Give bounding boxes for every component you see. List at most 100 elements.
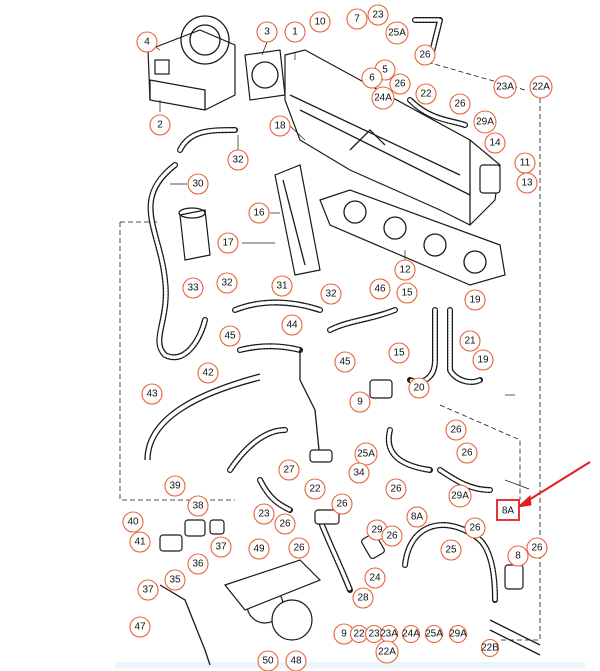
- callout-label: 26: [386, 531, 398, 542]
- callout-label: 26: [450, 425, 462, 436]
- callout-26: 26: [414, 44, 436, 66]
- callout-circle: [473, 110, 497, 134]
- callout-8: 8: [507, 545, 529, 567]
- callout-label: 1: [292, 27, 298, 38]
- callout-circle: [278, 459, 300, 481]
- callout-7: 7: [346, 8, 368, 30]
- intake-manifold: [284, 49, 501, 226]
- callout-label: 22: [309, 484, 321, 495]
- callout-circle: [484, 132, 506, 154]
- callout-circle: [284, 21, 306, 43]
- callout-29a: 29A: [448, 484, 472, 508]
- callout-36: 36: [187, 553, 209, 575]
- callout-label: 24A: [402, 629, 420, 640]
- callout-circle: [187, 553, 209, 575]
- callout-label: 22A: [378, 647, 396, 658]
- callout-32: 32: [320, 283, 342, 305]
- callout-circle: [346, 8, 368, 30]
- callout-label: 27: [283, 465, 295, 476]
- callout-25a: 25A: [424, 624, 443, 644]
- callout-label: 29A: [451, 491, 469, 502]
- callout-circle: [187, 495, 209, 517]
- callout-circle: [137, 579, 159, 601]
- gasket: [244, 49, 286, 101]
- callout-circle: [304, 478, 326, 500]
- callout-label: 29A: [449, 629, 467, 640]
- callout-25a: 25A: [385, 21, 409, 45]
- callout-label: 46: [374, 284, 386, 295]
- callout-circle: [394, 259, 416, 281]
- callout-label: 47: [134, 622, 146, 633]
- callout-circle: [182, 277, 204, 299]
- callout-label: 35: [169, 575, 181, 586]
- callout-26: 26: [449, 93, 471, 115]
- callout-23: 23: [253, 503, 275, 525]
- callout-label: 45: [224, 331, 236, 342]
- callout-23a: 23A: [493, 75, 517, 99]
- callout-circle: [149, 114, 171, 136]
- callout-21: 21: [459, 330, 481, 352]
- callout-circle: [440, 539, 462, 561]
- callout-27: 27: [278, 459, 300, 481]
- callout-label: 31: [276, 281, 288, 292]
- callout-37: 37: [137, 579, 159, 601]
- callout-circle: [464, 517, 486, 539]
- callout-circle: [415, 83, 437, 105]
- callout-label: 8: [515, 551, 521, 562]
- callout-circle: [406, 506, 428, 528]
- callout-28: 28: [352, 587, 374, 609]
- callout-circle: [331, 493, 353, 515]
- callout-label: 13: [521, 178, 533, 189]
- callout-label: 32: [221, 278, 233, 289]
- callout-1: 1: [284, 21, 306, 43]
- callout-circle: [354, 442, 378, 466]
- callout-circle: [414, 44, 436, 66]
- callout-circle: [364, 567, 386, 589]
- callout-circle: [216, 272, 238, 294]
- callout-label: 23: [372, 10, 384, 21]
- callout-circle: [448, 624, 468, 644]
- callout-label: 29: [371, 525, 383, 536]
- callout-circle: [285, 650, 307, 671]
- callout-label: 26: [469, 523, 481, 534]
- callout-37: 37: [210, 536, 232, 558]
- callout-circle: [352, 587, 374, 609]
- callout-10: 10: [309, 11, 331, 33]
- callout-18: 18: [269, 115, 291, 137]
- callout-30: 30: [187, 173, 209, 195]
- callout-label: 18: [274, 121, 286, 132]
- callout-6: 6: [361, 67, 383, 89]
- callout-3: 3: [256, 21, 278, 43]
- callout-circle: [472, 349, 494, 371]
- callout-label: 26: [279, 519, 291, 530]
- callout-circle: [227, 149, 249, 171]
- callout-label: 19: [477, 355, 489, 366]
- callout-label: 38: [192, 501, 204, 512]
- callout-label: 5: [382, 65, 388, 76]
- callout-22a: 22A: [529, 75, 553, 99]
- callout-circle: [248, 538, 270, 560]
- callout-circle: [141, 383, 163, 405]
- callout-circle: [464, 289, 486, 311]
- callout-circle: [456, 442, 478, 464]
- callout-label: 33: [187, 283, 199, 294]
- callout-label: 40: [127, 517, 139, 528]
- callout-circle: [401, 624, 421, 644]
- callout-26: 26: [526, 537, 548, 559]
- callout-circle: [516, 172, 538, 194]
- callout-circle: [309, 11, 331, 33]
- callout-label: 8A: [411, 512, 424, 523]
- callout-circle: [210, 536, 232, 558]
- callout-47: 47: [129, 616, 151, 638]
- callout-circle: [371, 86, 395, 110]
- callout-45: 45: [219, 325, 241, 347]
- callout-circle: [219, 325, 241, 347]
- callout-26: 26: [464, 517, 486, 539]
- callout-label: 12: [399, 265, 411, 276]
- callout-8a: 8A: [406, 506, 428, 528]
- callout-39: 39: [164, 475, 186, 497]
- callout-circle: [187, 173, 209, 195]
- callout-circle: [256, 21, 278, 43]
- callout-circle: [375, 640, 399, 664]
